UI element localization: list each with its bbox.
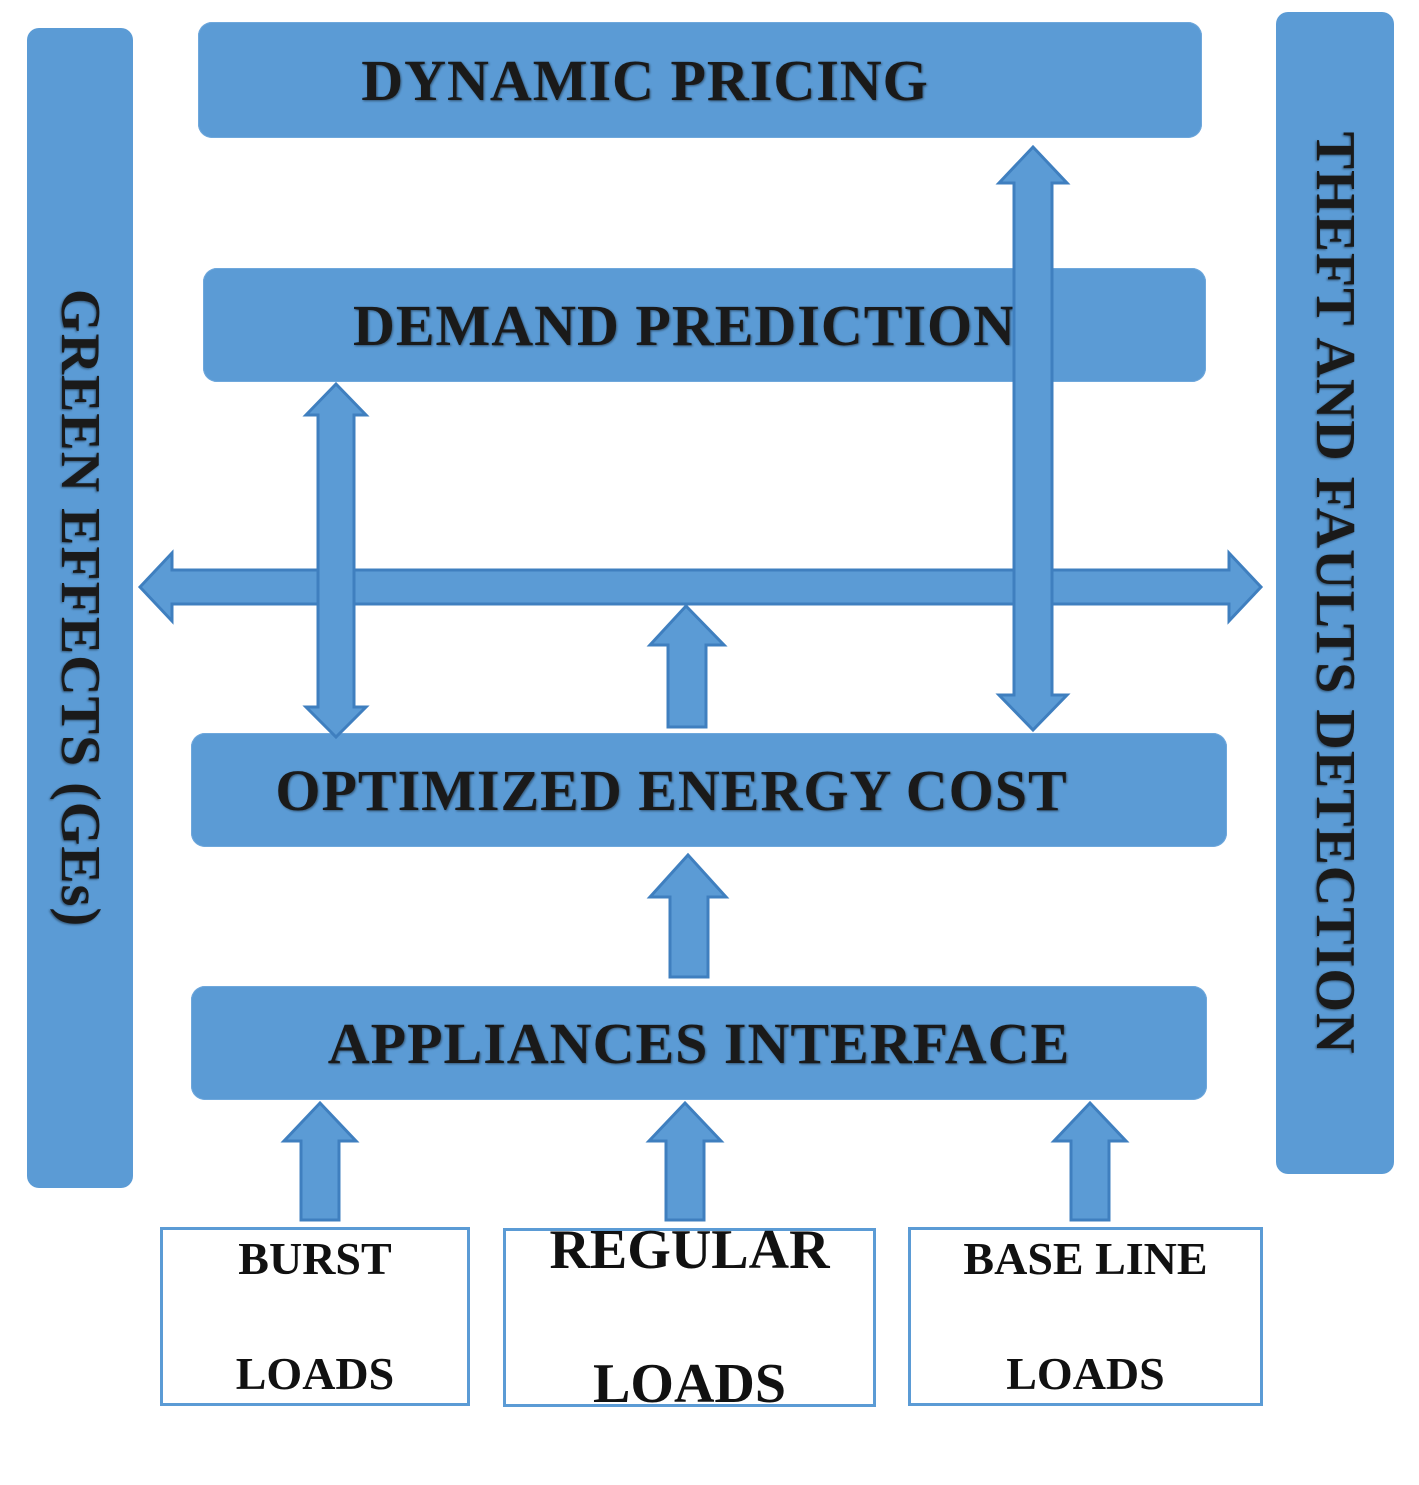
theft-faults-bar: THEFT AND FAULTS DETECTION [1276, 12, 1394, 1174]
regular-loads-box: REGULAR LOADS [503, 1219, 876, 1415]
burst-loads-line2: LOADS [235, 1348, 395, 1400]
regular-loads-text: REGULAR LOADS [549, 1150, 829, 1485]
optimized-energy-cost-box: OPTIMIZED ENERGY COST [191, 733, 1227, 847]
appliances-interface-label: APPLIANCES INTERFACE [327, 1010, 1071, 1076]
appliances-up-arrow [646, 852, 730, 979]
baseline-loads-up-arrow [1050, 1100, 1130, 1222]
baseline-loads-line2: LOADS [1006, 1348, 1165, 1400]
arrows-layer [137, 144, 1264, 1222]
burst-loads-line1: BURST [238, 1233, 392, 1285]
baseline-loads-box: BASE LINE LOADS [908, 1227, 1263, 1406]
optimized-up-arrow [646, 603, 728, 729]
burst-loads-up-arrow [280, 1100, 360, 1222]
burst-loads-text: BURST LOADS [236, 1173, 394, 1461]
demand-optimized-double-arrow [302, 381, 370, 740]
pricing-optimized-double-arrow [995, 144, 1071, 733]
dynamic-pricing-box: DYNAMIC PRICING [198, 22, 1202, 138]
regular-loads-up-arrow [645, 1100, 725, 1222]
regular-loads-line2: LOADS [593, 1353, 786, 1416]
baseline-loads-text: BASE LINE LOADS [963, 1173, 1207, 1461]
optimized-energy-cost-label: OPTIMIZED ENERGY COST [275, 757, 1068, 823]
green-effects-bar: GREEN EFFECTS (GEs) [27, 28, 133, 1188]
horizontal-double-arrow [137, 549, 1264, 625]
appliances-interface-box: APPLIANCES INTERFACE [191, 986, 1207, 1100]
burst-loads-box: BURST LOADS [160, 1227, 470, 1406]
demand-prediction-label: DEMAND PREDICTION [352, 292, 1017, 358]
baseline-loads-line1: BASE LINE [963, 1233, 1208, 1285]
regular-loads-line1: REGULAR [549, 1218, 830, 1281]
dynamic-pricing-label: DYNAMIC PRICING [361, 47, 929, 113]
